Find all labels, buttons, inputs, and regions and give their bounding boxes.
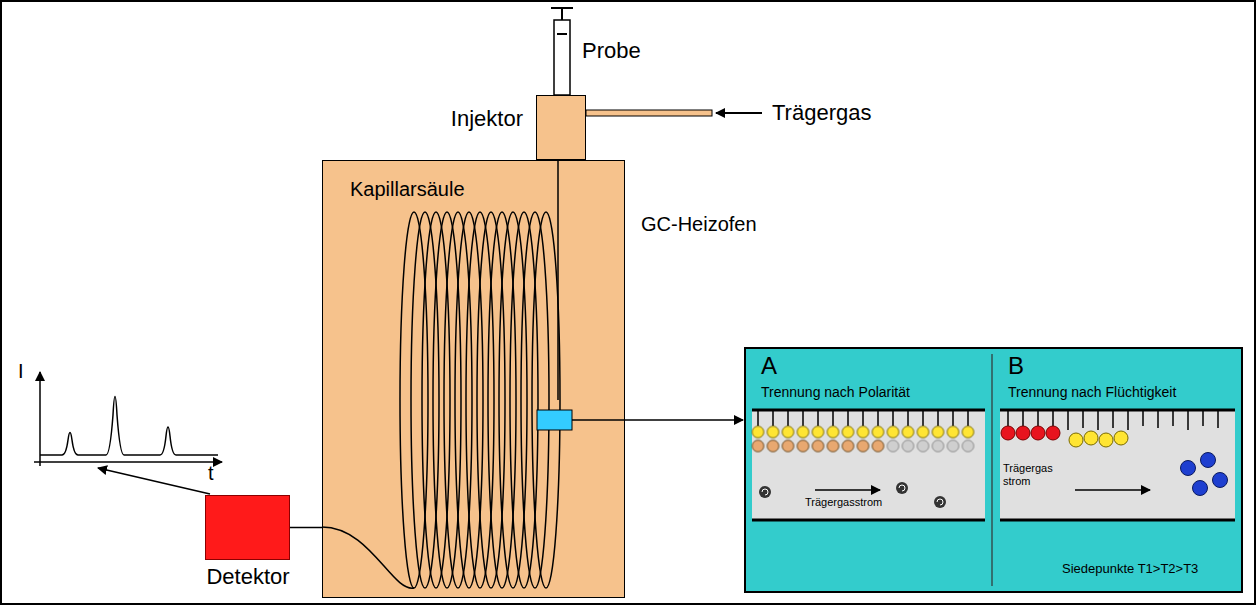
zoom-arrow — [572, 419, 743, 421]
high-boiling-molecules — [1001, 426, 1060, 440]
zoom-marker — [537, 410, 572, 430]
analyte-molecule — [759, 482, 946, 508]
column-label: Kapillarsäule — [350, 178, 465, 201]
inset-panel — [745, 348, 1242, 592]
column-inlet — [557, 160, 559, 400]
component-label: Injektor — [451, 106, 523, 131]
flow-label: Trägergas strom — [1003, 462, 1065, 487]
carrier-gas-pipe — [586, 110, 762, 116]
component-label: Detektor — [206, 564, 289, 589]
syringe — [551, 8, 573, 95]
panel-letter: A — [761, 352, 777, 380]
panel-letter: B — [1008, 352, 1024, 380]
signal-arrow — [98, 468, 210, 494]
gas-label: Trägergas — [772, 100, 871, 125]
low-boiling-molecules — [1181, 453, 1228, 496]
oven-box: GC-Heizofen — [322, 160, 625, 598]
injector-box: Injektor — [536, 95, 586, 160]
column-connector — [290, 527, 322, 529]
panel-heading: Trennung nach Polarität — [761, 384, 910, 400]
sample-label: Probe — [582, 38, 641, 63]
axis-label: I — [18, 360, 24, 383]
panel-polarity: A Trennung nach Polarität — [745, 348, 992, 592]
chromatogram — [34, 372, 222, 494]
panel-heading: Trennung nach Flüchtigkeit — [1008, 384, 1176, 400]
axis-label: t — [208, 462, 214, 485]
detector-box: Detektor — [205, 495, 290, 560]
panel-note: Siedepunkte T1>T2>T3 — [1062, 562, 1198, 577]
column-outlet — [322, 527, 414, 588]
mid-boiling-molecules — [1069, 431, 1128, 447]
component-label: GC-Heizofen — [641, 213, 757, 236]
column-coil — [400, 212, 560, 588]
flow-label: Trägergasstrom — [805, 496, 882, 509]
